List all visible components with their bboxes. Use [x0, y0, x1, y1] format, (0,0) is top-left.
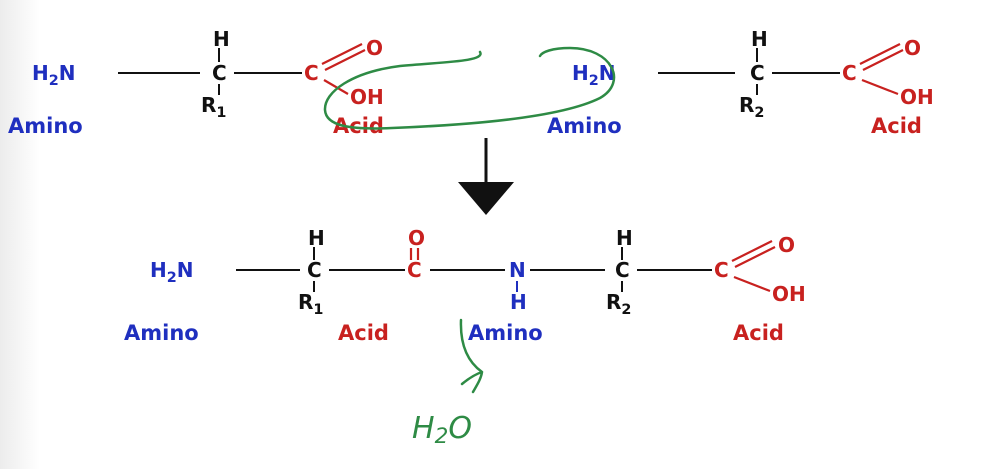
hydroxyl-group: OH: [350, 85, 384, 109]
amine-group: H2N: [150, 258, 194, 286]
amino-label: Amino: [8, 114, 83, 138]
alpha-carbon-1: C: [307, 258, 322, 282]
double-bond: [734, 246, 776, 268]
water-release-arrow: [459, 318, 484, 394]
acid-label-1: Acid: [338, 321, 389, 345]
double-bond: [731, 240, 773, 262]
bond: [861, 78, 899, 96]
double-bond: [862, 49, 904, 71]
carbonyl-carbon: C: [407, 258, 422, 282]
oxygen-atom: O: [904, 36, 921, 60]
double-bond: [321, 43, 363, 65]
amino-label: Amino: [547, 114, 622, 138]
hydroxyl-group: OH: [772, 282, 806, 306]
r-group-2: R2: [606, 290, 631, 318]
water-molecule-label: H2O: [412, 411, 472, 449]
hydrogen-atom: H: [308, 226, 325, 250]
hydroxyl-group: OH: [900, 85, 934, 109]
handwritten-annotations: H2O: [323, 46, 616, 449]
alpha-carbon-2: C: [615, 258, 630, 282]
oxygen-atom: O: [778, 233, 795, 257]
amino-acid-1: H2N H C R1 C O OH Amino Acid: [8, 27, 384, 138]
r-group: R1: [201, 93, 226, 121]
reaction-arrow: [458, 138, 514, 215]
water-loss-loop: [323, 46, 616, 130]
double-bond: [324, 49, 366, 71]
r-group-1: R1: [298, 290, 323, 318]
dipeptide: H2N H C R1 O C N H H C R2 C O OH Amino A…: [124, 226, 806, 345]
hydrogen-atom: H: [616, 226, 633, 250]
acid-label-2: Acid: [733, 321, 784, 345]
carboxyl-carbon: C: [842, 61, 857, 85]
alpha-carbon: C: [750, 61, 765, 85]
carbonyl-oxygen: O: [408, 226, 425, 250]
carboxyl-carbon: C: [714, 258, 729, 282]
amino-label-1: Amino: [124, 321, 199, 345]
hydrogen-atom: H: [213, 27, 230, 51]
amino-label-2: Amino: [468, 321, 543, 345]
amine-group: H2N: [32, 61, 76, 89]
bond: [733, 275, 771, 293]
acid-label: Acid: [871, 114, 922, 138]
double-bond: [859, 43, 901, 65]
amino-acid-2: H2N H C R2 C O OH Amino Acid: [547, 27, 934, 138]
alpha-carbon: C: [212, 61, 227, 85]
carboxyl-carbon: C: [304, 61, 319, 85]
oxygen-atom: O: [366, 36, 383, 60]
r-group: R2: [739, 93, 764, 121]
hydrogen-atom: H: [751, 27, 768, 51]
bond: [323, 79, 349, 95]
amide-hydrogen: H: [510, 290, 527, 314]
amide-nitrogen: N: [509, 258, 526, 282]
